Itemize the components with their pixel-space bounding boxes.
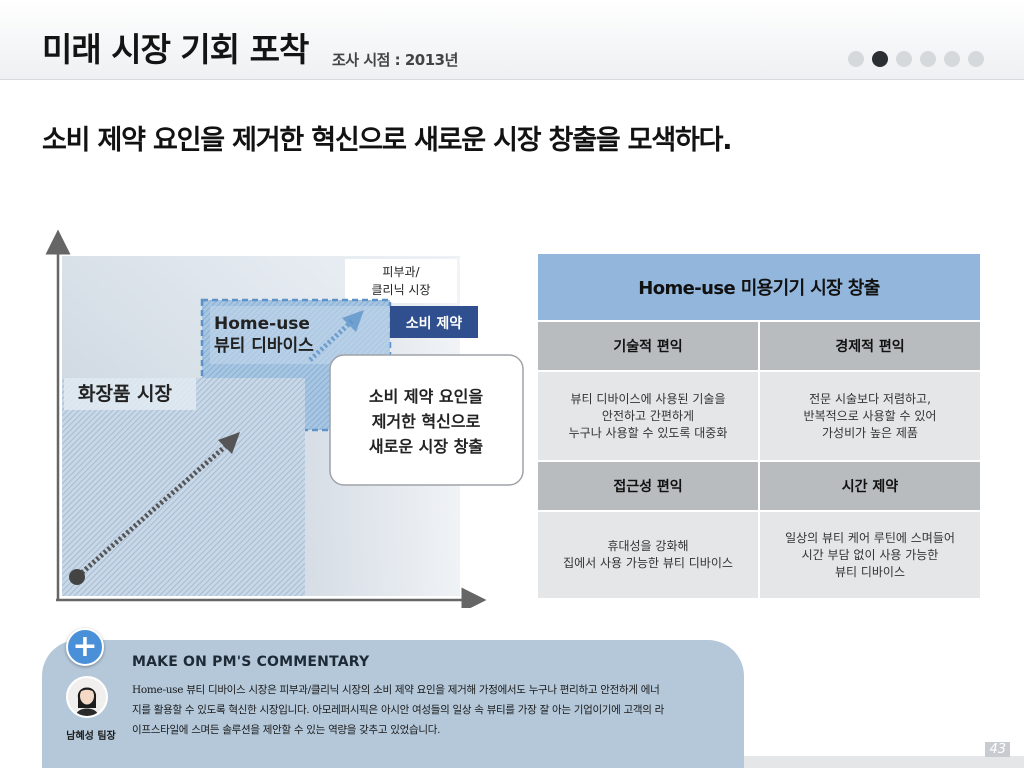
- header-bar: [0, 0, 1024, 80]
- table-title: Home-use 미용기기 시장 창출: [538, 254, 980, 320]
- market-diagram: 피부과/ 클리닉 시장 Home-use 뷰티 디바이스 소비 제약 화장품 시…: [40, 228, 540, 608]
- table-cell-line: 뷰티 디바이스에 사용된 기술을: [570, 391, 726, 406]
- origin-dot: [69, 569, 85, 585]
- table-cell-line: 집에서 사용 가능한 뷰티 디바이스: [563, 556, 733, 570]
- pagination-dot[interactable]: [920, 51, 936, 67]
- pagination-dot[interactable]: [968, 51, 984, 67]
- constraint-label-box: [390, 306, 478, 338]
- table-cell-line: 누구나 사용할 수 있도록 대중화: [568, 425, 728, 440]
- table-header-technical: 기술적 편익: [538, 322, 758, 370]
- author-name: 남혜성 팀장: [66, 731, 116, 742]
- pagination-dot[interactable]: [872, 51, 888, 67]
- cosmetics-market-block: [62, 378, 305, 596]
- cosmetics-label-bg: [64, 378, 196, 410]
- footer-band: [744, 756, 1024, 768]
- table-cell-line: 휴대성을 강화해: [607, 539, 689, 553]
- table-cell-line: 시간 부담 없이 사용 가능한: [801, 547, 939, 562]
- table-header-accessibility: 접근성 편익: [538, 462, 758, 510]
- commentary-panel: [42, 640, 744, 768]
- growth-arrow-lower-head: [218, 432, 240, 454]
- commentary-line: 이프스타일에 스며든 솔루션을 제안할 수 있는 역량을 갖추고 있었습니다.: [132, 724, 441, 736]
- growth-arrow-upper-head: [342, 310, 364, 332]
- clinic-label-line2: 클리닉 시장: [371, 283, 430, 297]
- table-cell-line: 뷰티 디바이스: [834, 564, 906, 579]
- table-cell-technical: 뷰티 디바이스에 사용된 기술을 안전하고 간편하게 누구나 사용할 수 있도록…: [538, 372, 758, 460]
- market-diagram-svg: 피부과/ 클리닉 시장 Home-use 뷰티 디바이스 소비 제약 화장품 시…: [45, 229, 524, 608]
- page-number: 43: [985, 742, 1010, 757]
- table-header-economic: 경제적 편익: [760, 322, 980, 370]
- innovation-line2: 제거한 혁신으로: [372, 412, 481, 431]
- constraint-label: 소비 제약: [406, 315, 463, 332]
- commentary-line: 지를 활용할 수 있도록 혁신한 시장입니다. 아모레퍼시픽은 아시안 여성들의…: [132, 704, 665, 716]
- table-cell-economic: 전문 시술보다 저렴하고, 반복적으로 사용할 수 있어 가성비가 높은 제품: [760, 372, 980, 460]
- pagination-dot[interactable]: [896, 51, 912, 67]
- table-cell-time: 일상의 뷰티 케어 루틴에 스며들어 시간 부담 없이 사용 가능한 뷰티 디바…: [760, 512, 980, 598]
- table-cell-line: 반복적으로 사용할 수 있어: [803, 408, 937, 423]
- clinic-market-box: [345, 259, 457, 303]
- table-cell-line: 안전하고 간편하게: [601, 408, 695, 423]
- commentary-line: Home-use 뷰티 디바이스 시장은 피부과/클리닉 시장의 소비 제약 요…: [132, 684, 660, 696]
- table-cell-accessibility: 휴대성을 강화해 집에서 사용 가능한 뷰티 디바이스: [538, 512, 758, 598]
- survey-date: 조사 시점 : 2013년: [332, 51, 458, 69]
- table-header-time: 시간 제약: [760, 462, 980, 510]
- person-avatar-icon: [66, 676, 108, 718]
- pagination-dot[interactable]: [944, 51, 960, 67]
- innovation-callout: [329, 354, 524, 486]
- plus-icon[interactable]: +: [66, 628, 104, 666]
- table-cell-line: 일상의 뷰티 케어 루틴에 스며들어: [785, 530, 955, 545]
- clinic-label-line1: 피부과/: [382, 265, 420, 279]
- commentary-text: Home-use 뷰티 디바이스 시장은 피부과/클리닉 시장의 소비 제약 요…: [132, 680, 732, 740]
- page-title: 미래 시장 기회 포착: [42, 30, 309, 69]
- innovation-line3: 새로운 시장 창출: [369, 437, 483, 456]
- pagination-dot[interactable]: [848, 51, 864, 67]
- home-use-label-line1: Home-use: [214, 314, 310, 334]
- innovation-line1: 소비 제약 요인을: [369, 387, 483, 406]
- home-use-label-line2: 뷰티 디바이스: [214, 336, 314, 356]
- table-cell-line: 가성비가 높은 제품: [822, 425, 918, 440]
- commentary-title: MAKE ON PM'S COMMENTARY: [132, 654, 370, 670]
- headline: 소비 제약 요인을 제거한 혁신으로 새로운 시장 창출을 모색하다.: [42, 125, 732, 156]
- pagination-dots: [848, 51, 984, 67]
- growth-arrow-lower: [76, 442, 230, 578]
- cosmetics-label: 화장품 시장: [78, 383, 173, 405]
- table-cell-line: 전문 시술보다 저렴하고,: [809, 391, 931, 406]
